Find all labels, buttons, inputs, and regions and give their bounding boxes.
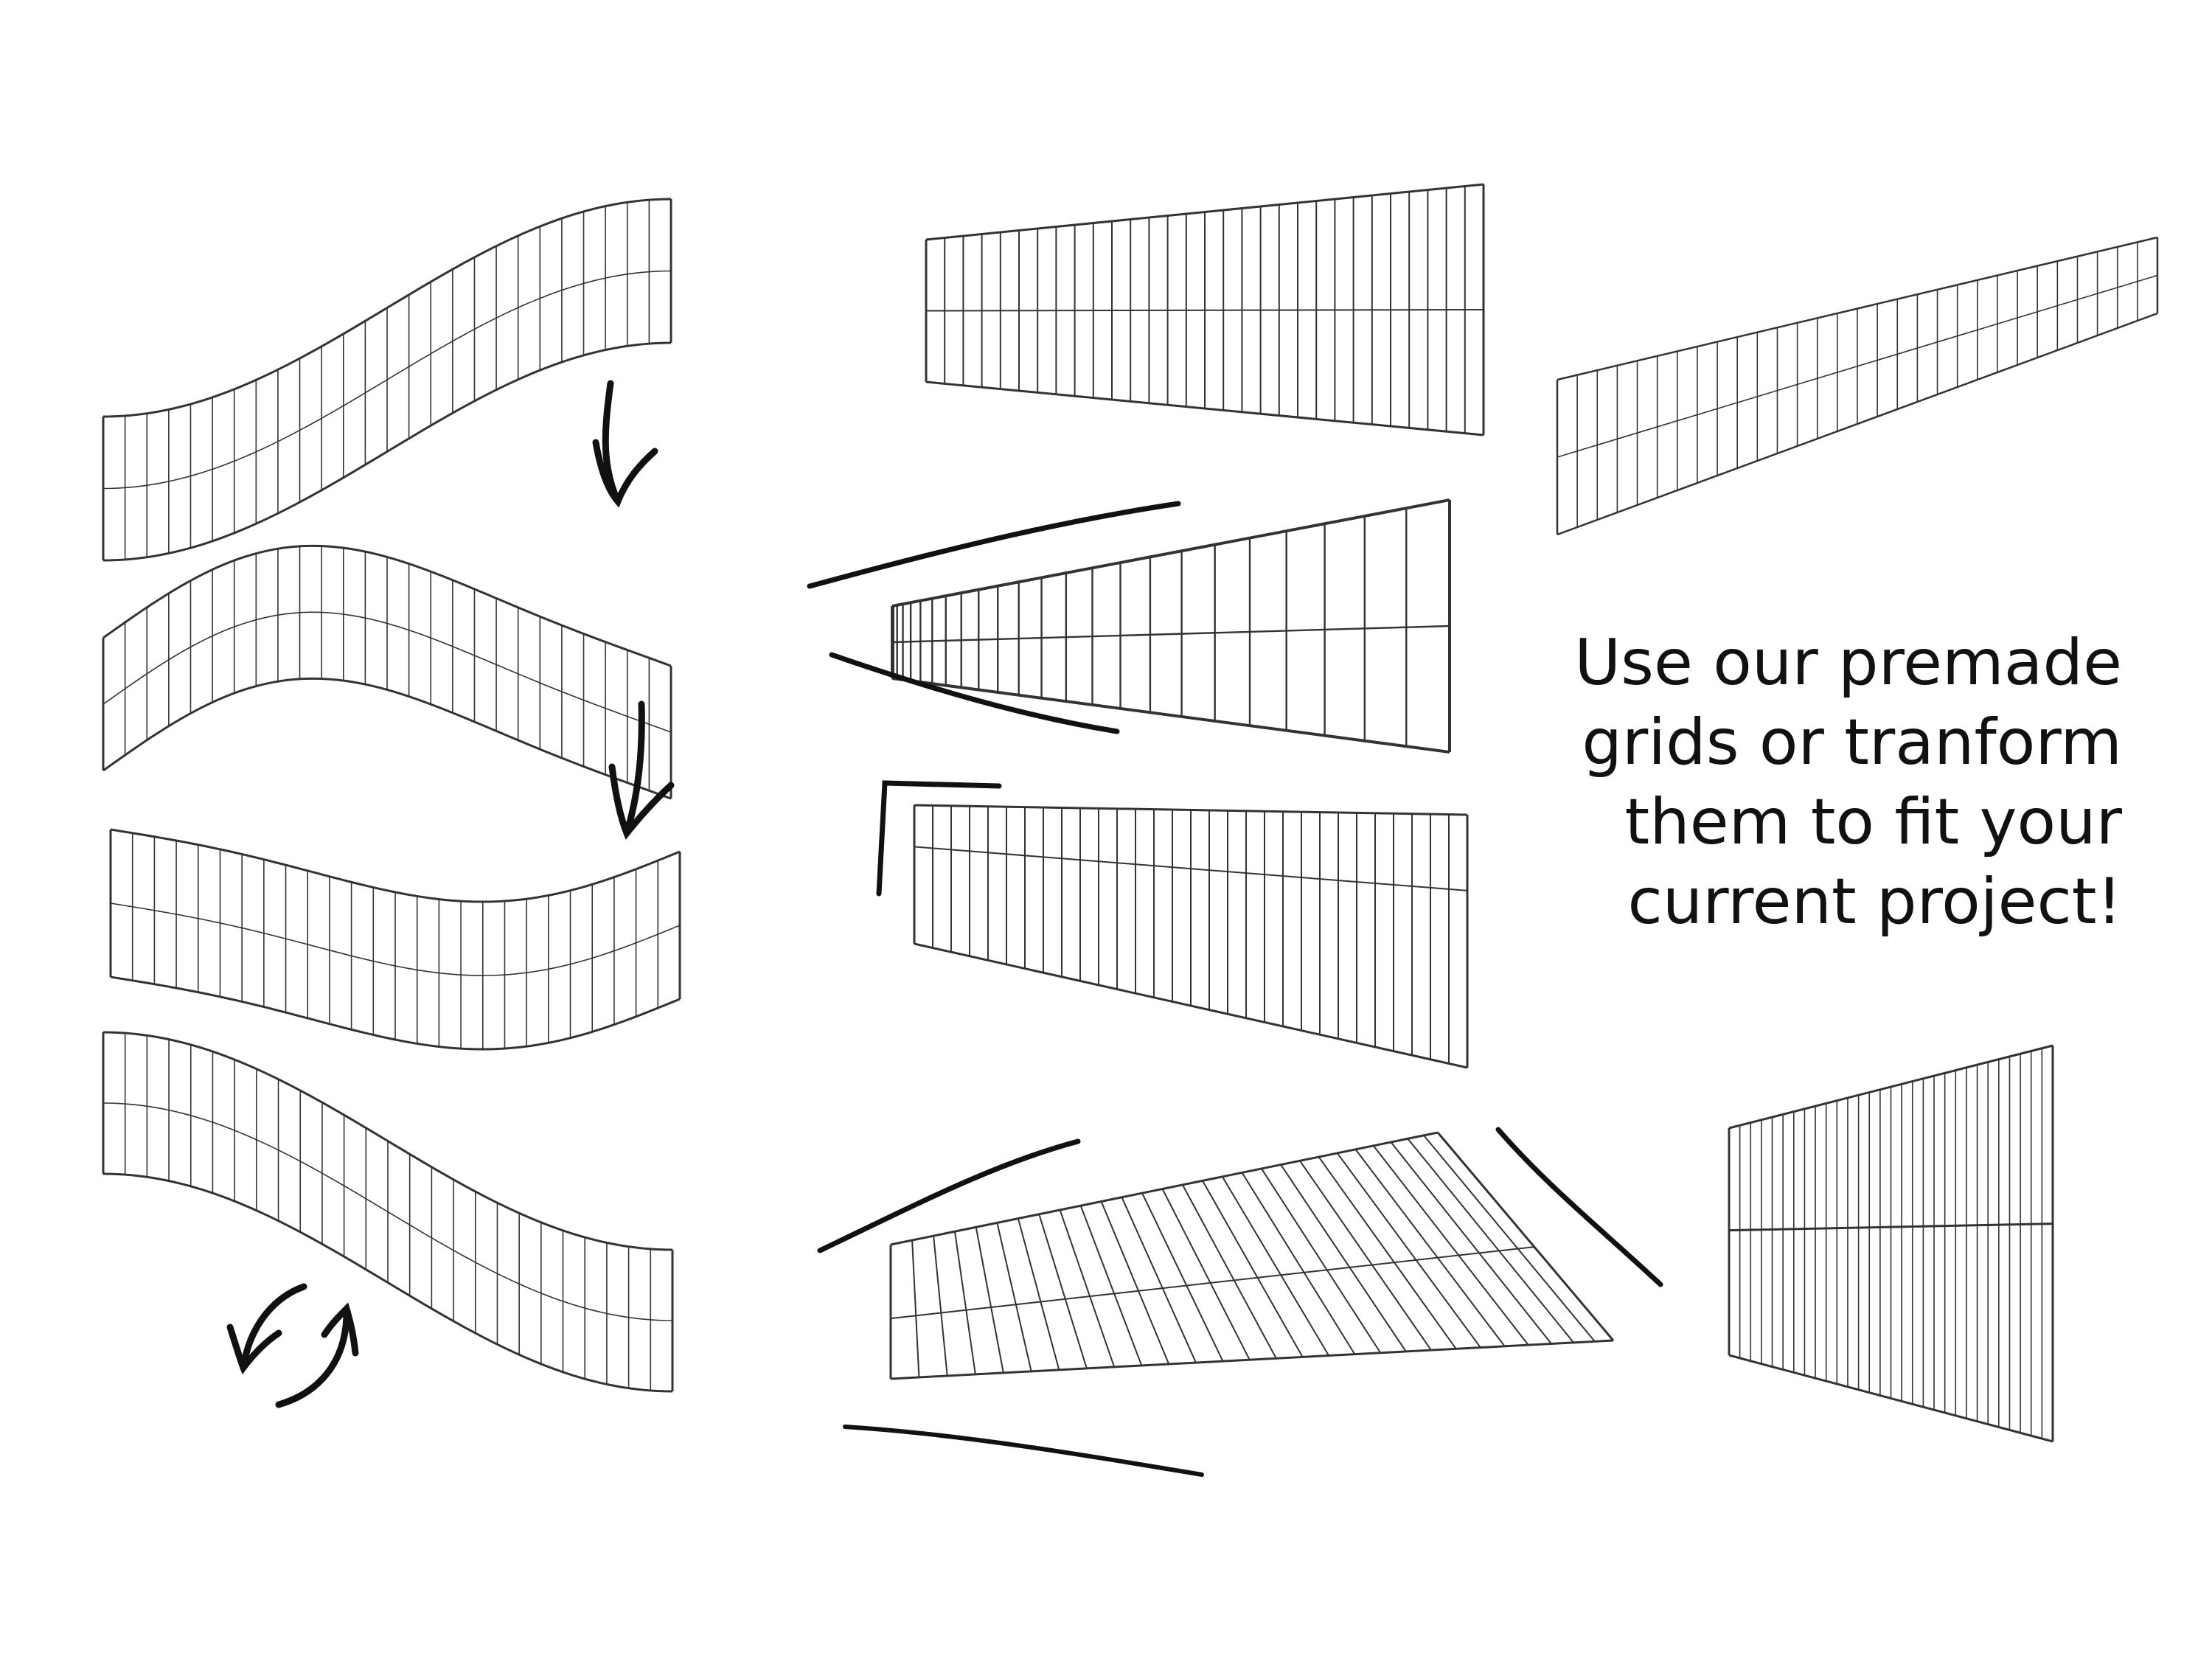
guide-strokes bbox=[807, 501, 1663, 1477]
perspective-grid-floor bbox=[889, 1131, 1615, 1380]
wave-grid-3 bbox=[109, 828, 681, 1051]
wave-grid-4 bbox=[102, 1031, 674, 1393]
caption-line-4: current project! bbox=[1627, 865, 2122, 939]
perspective-grid-angled bbox=[913, 804, 1469, 1069]
caption-line-2: grids or tranform bbox=[1582, 706, 2122, 779]
down-arrow-icon bbox=[592, 380, 658, 508]
caption-line-1: Use our premade bbox=[1574, 626, 2122, 700]
caption-line-3: them to fit your bbox=[1624, 785, 2122, 859]
down-arrow-icon bbox=[608, 700, 675, 840]
perspective-grid-vanishing bbox=[891, 498, 1451, 754]
perspective-grid-right-top bbox=[1556, 236, 2159, 536]
wave-grid-2 bbox=[102, 544, 672, 800]
caption-text: Use our premade grids or tranform them t… bbox=[1385, 623, 2122, 942]
perspective-grid-top bbox=[925, 183, 1485, 437]
wave-grid-1 bbox=[102, 198, 672, 562]
rotate-arrows-icon bbox=[226, 1283, 359, 1408]
perspective-grid-right-bottom bbox=[1728, 1044, 2054, 1443]
